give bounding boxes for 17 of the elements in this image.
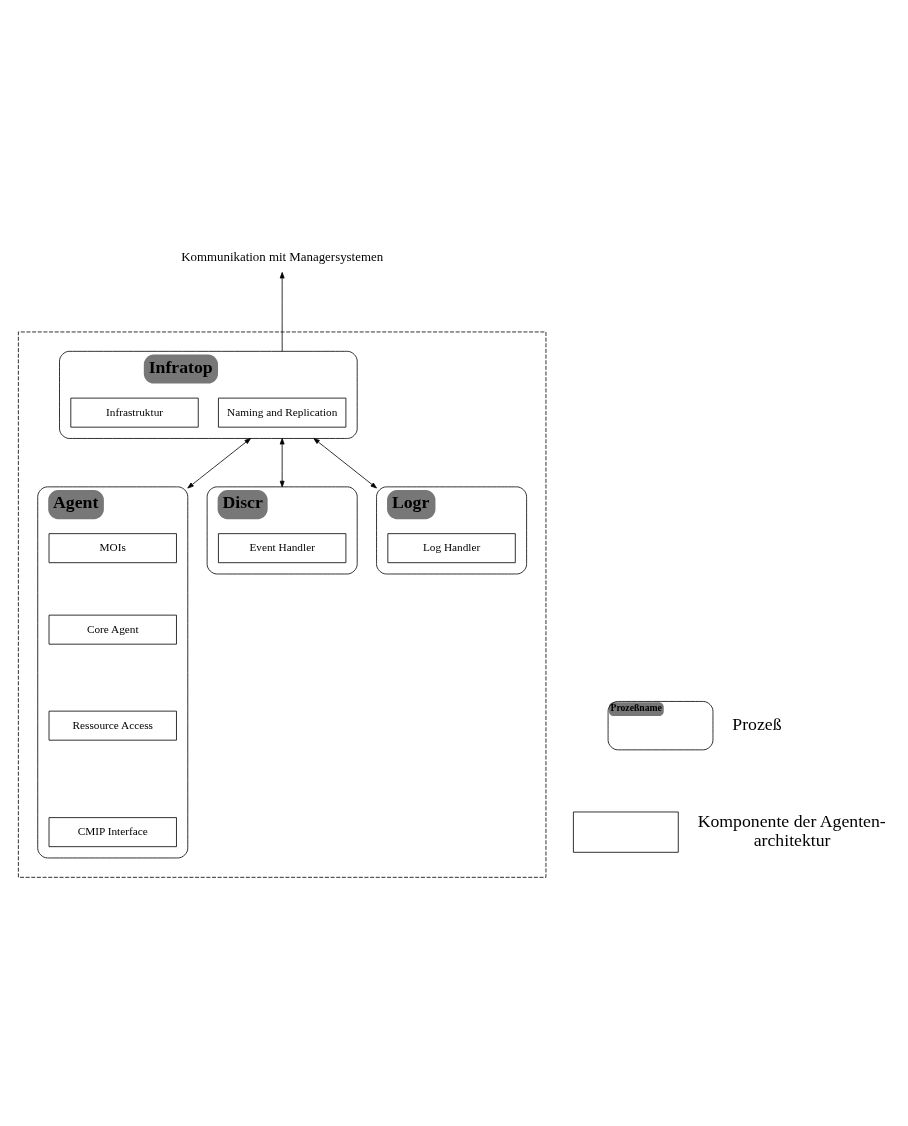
legend-label: Prozeß (732, 713, 782, 734)
node-box: Event Handler (218, 532, 347, 563)
arrow (187, 437, 251, 488)
node-box: Core Agent (48, 614, 177, 645)
node-box: Log Handler (387, 532, 516, 563)
node-box: MOIs (48, 532, 177, 563)
node-box: Ressource Access (48, 710, 177, 741)
arrow (313, 437, 377, 488)
node-box: Infrastruktur (70, 397, 199, 428)
label: Prozeßname (610, 701, 662, 713)
cluster (17, 331, 547, 878)
arrow (279, 271, 285, 352)
node-box: Naming and Replication (218, 397, 347, 428)
node-box: CMIP Interface (48, 816, 177, 847)
arrow (279, 437, 285, 487)
node-text: Kommunikation mit Managersystemen (181, 249, 384, 264)
legend-label: Komponente der Agenten- architektur (697, 810, 886, 850)
